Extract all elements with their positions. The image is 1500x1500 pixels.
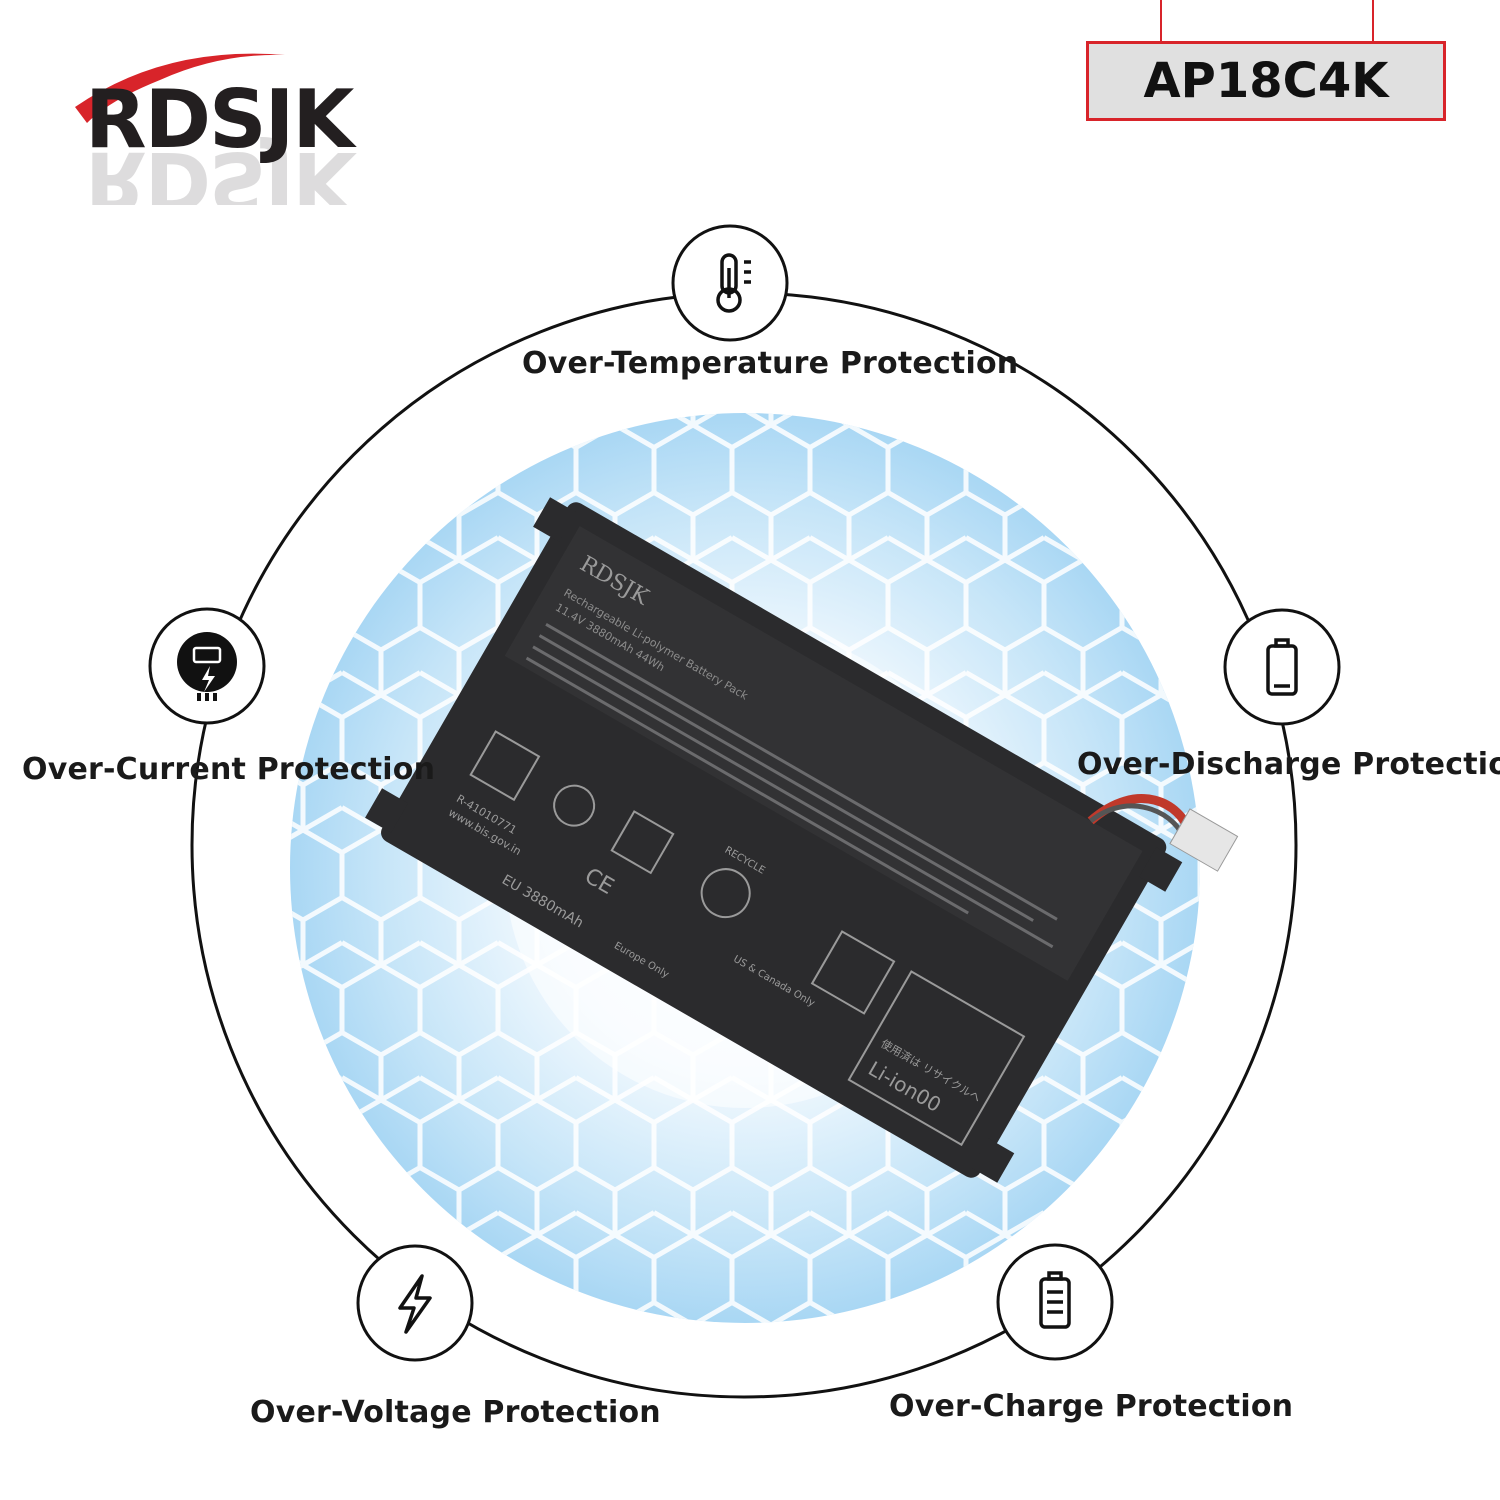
battery-tab xyxy=(971,1138,1015,1183)
logo-wordmark: RDSJK xyxy=(85,73,357,166)
feature-label-over-charge: Over-Charge Protection xyxy=(889,1389,1294,1424)
model-code: AP18C4K xyxy=(1143,53,1389,109)
model-connector-left xyxy=(1160,0,1162,41)
model-badge: AP18C4K xyxy=(1086,41,1446,121)
feature-label-over-temperature: Over-Temperature Protection xyxy=(522,346,1019,381)
model-connector-right xyxy=(1372,0,1374,41)
thermometer-icon xyxy=(716,253,751,313)
battery-tab xyxy=(533,497,577,542)
feature-label-over-current: Over-Current Protection xyxy=(22,752,436,787)
current-meter-icon xyxy=(177,632,237,701)
battery-fine-print xyxy=(525,622,1058,949)
brand-logo: RDSJK RDSJK xyxy=(75,53,359,205)
battery-recycle-box xyxy=(847,970,1026,1147)
full-battery-icon xyxy=(1039,1271,1071,1329)
battery-connector xyxy=(1169,808,1239,872)
feature-icon-bottom-left xyxy=(356,1244,474,1362)
feature-label-over-voltage: Over-Voltage Protection xyxy=(250,1395,661,1430)
battery-label-panel xyxy=(504,525,1143,981)
feature-icon-right xyxy=(1223,608,1341,726)
logo-reflection: RDSJK xyxy=(85,134,357,205)
battery-tab xyxy=(1139,847,1183,892)
battery-tab xyxy=(365,788,409,833)
feature-icon-bottom-right xyxy=(996,1243,1114,1361)
feature-label-over-discharge: Over-Discharge Protection xyxy=(1077,747,1500,782)
low-battery-icon xyxy=(1266,638,1298,696)
lightning-bolt-icon xyxy=(398,1274,432,1334)
battery-cert-marks xyxy=(469,730,896,1015)
battery-pack: RDSJK Rechargeable Li-polymer Battery Pa… xyxy=(365,497,1239,1183)
feature-icon-left xyxy=(148,607,266,725)
feature-icon-top xyxy=(671,224,789,342)
logo-swoosh xyxy=(75,53,285,123)
